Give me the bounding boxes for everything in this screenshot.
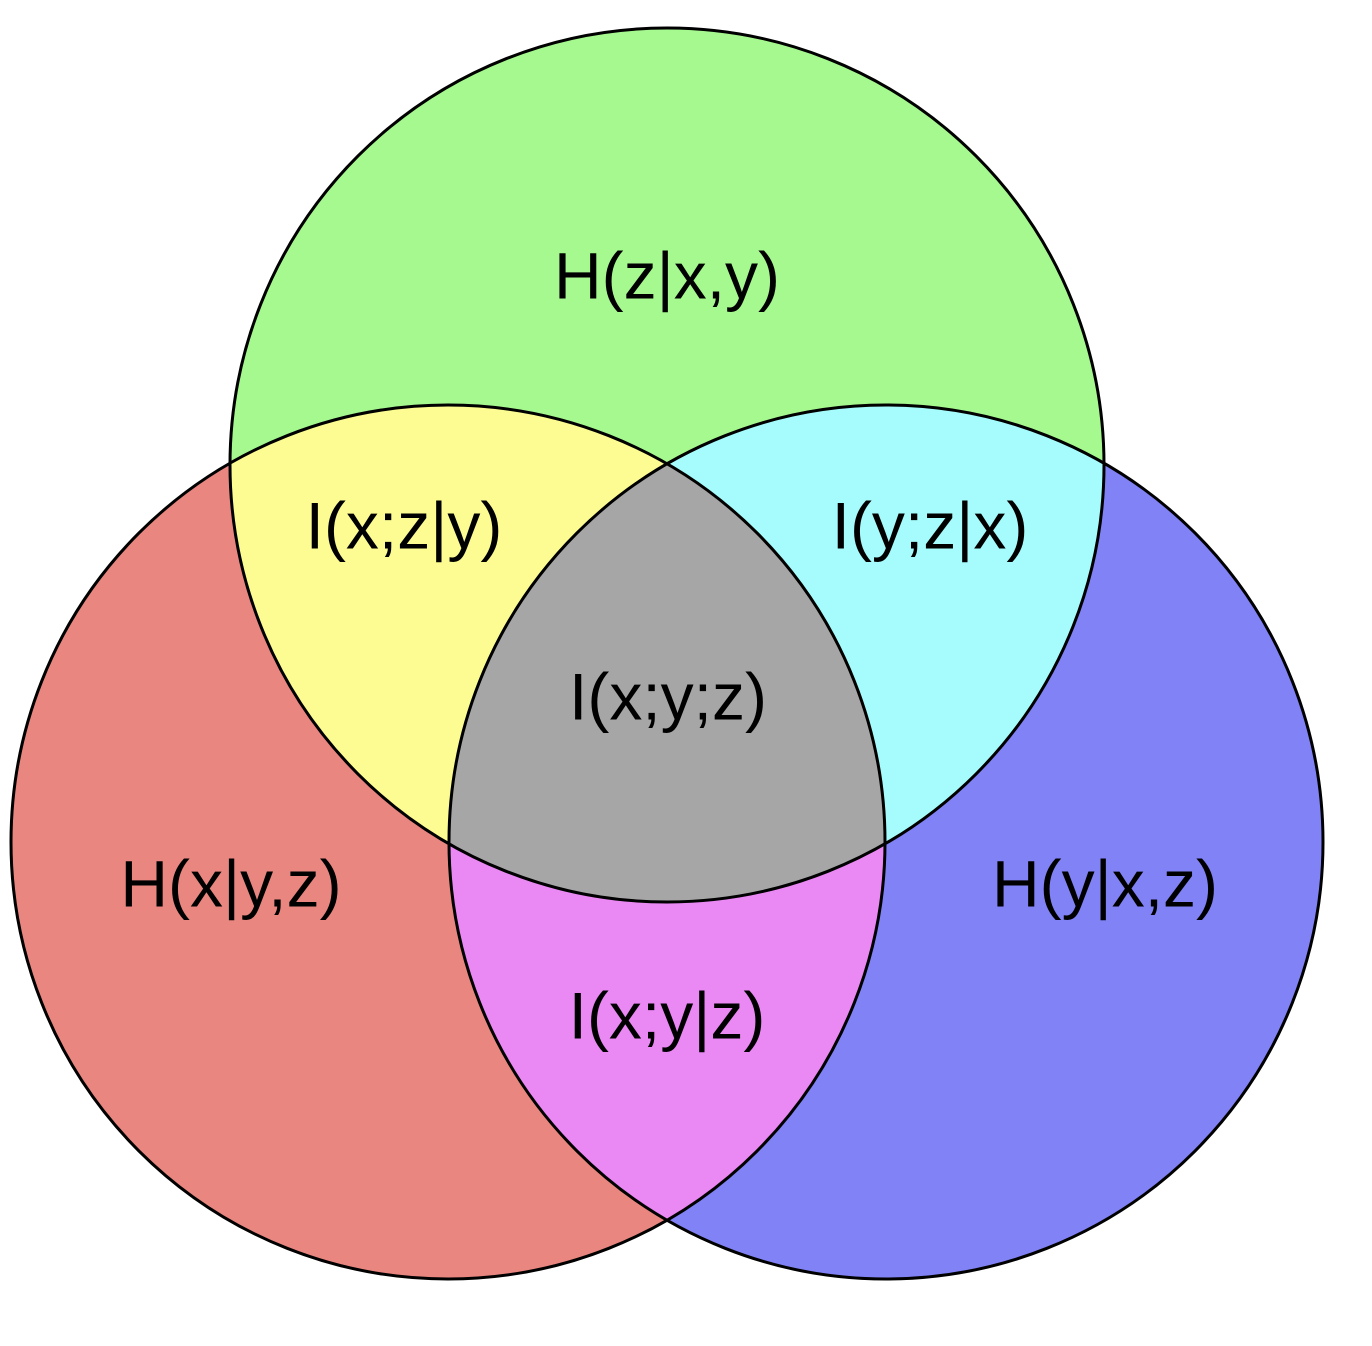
outline-y	[447, 403, 1325, 1281]
label-z-only: H(z|x,y)	[554, 238, 780, 312]
label-x-and-y: I(x;y|z)	[569, 978, 766, 1052]
label-y-only: H(y|x,z)	[992, 846, 1218, 920]
label-x-and-z: I(x;z|y)	[306, 488, 503, 562]
outline-x	[9, 403, 887, 1281]
label-x-and-y-and-z: I(x;y;z)	[569, 659, 767, 733]
region-x-and-y-and-z	[449, 405, 885, 902]
label-y-and-z: I(y;z|x)	[832, 488, 1029, 562]
outline-z	[228, 26, 1106, 904]
label-x-only: H(x|y,z)	[120, 846, 341, 920]
